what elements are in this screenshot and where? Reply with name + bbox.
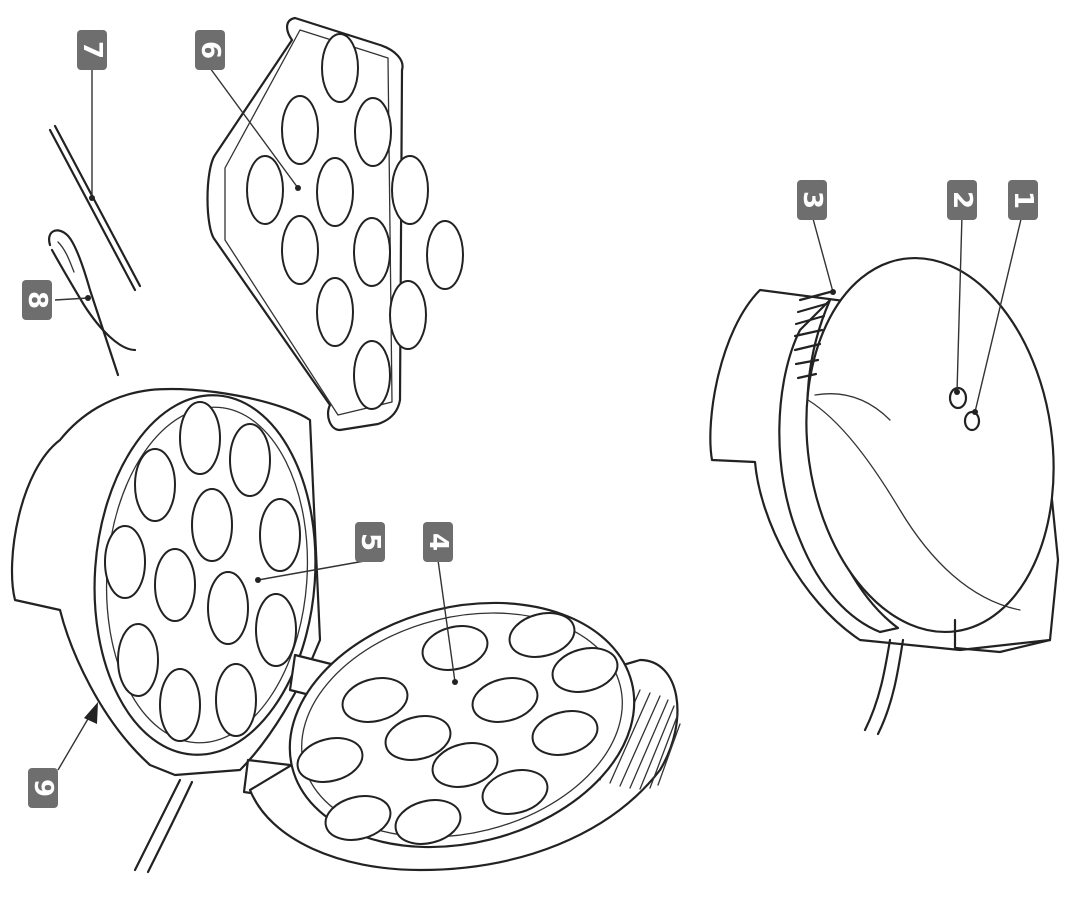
callout-2: 2 [947, 180, 977, 220]
callout-1: 1 [1008, 180, 1038, 220]
callout-5-label: 5 [355, 533, 385, 551]
closed-appliance [710, 242, 1073, 734]
callout-3-label: 3 [797, 191, 827, 209]
skewer [50, 126, 140, 290]
callout-3: 3 [797, 180, 827, 220]
callout-8: 8 [22, 280, 52, 320]
callout-1-label: 1 [1008, 191, 1038, 209]
callout-6: 6 [195, 30, 225, 70]
callout-9: 9 [28, 768, 58, 808]
callout-8-label: 8 [22, 291, 52, 309]
callout-2-label: 2 [947, 191, 977, 209]
callout-7-label: 7 [77, 41, 107, 59]
callout-4: 4 [423, 522, 453, 562]
open-appliance [12, 388, 680, 882]
callout-4-label: 4 [423, 533, 453, 551]
callout-7: 7 [77, 30, 107, 70]
removable-plate [208, 18, 464, 430]
callout-6-label: 6 [195, 41, 225, 59]
indicator-light-1 [965, 412, 979, 430]
callout-9-label: 9 [28, 779, 58, 797]
callout-5: 5 [355, 522, 385, 562]
